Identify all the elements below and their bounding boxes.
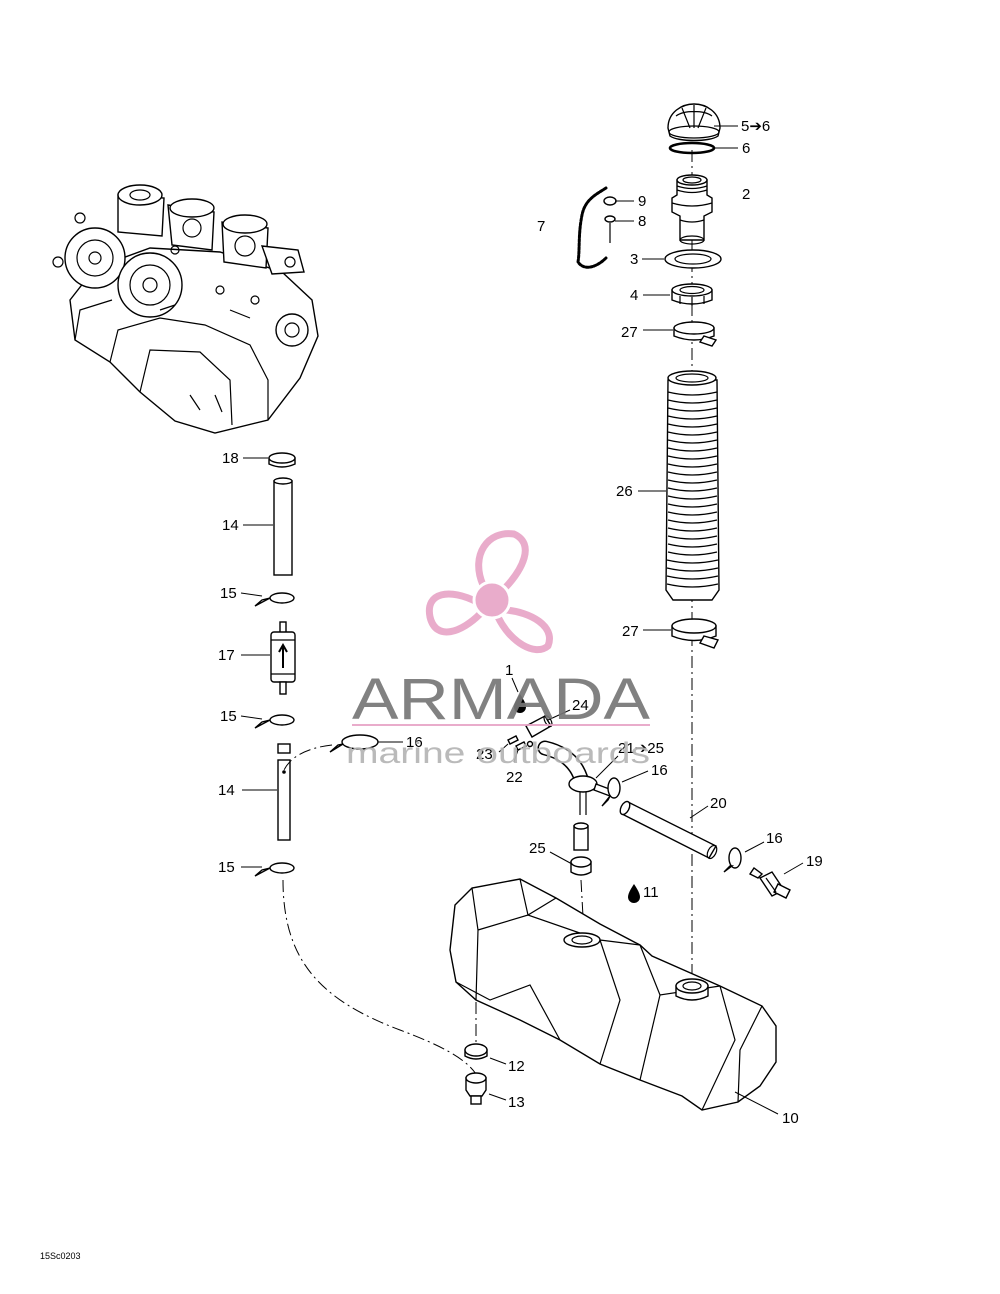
callout-12: 12 — [508, 1058, 525, 1075]
hose-clamp-upper — [673, 321, 718, 347]
pickup-tube — [573, 822, 589, 851]
leader-line — [489, 1057, 507, 1065]
leader-line — [511, 677, 519, 693]
leader-line — [240, 715, 263, 720]
spring-clamp-elbow — [601, 777, 621, 807]
callout-11: 11 — [643, 884, 659, 901]
callout-20: 20 — [710, 795, 727, 812]
callout-27-upper: 27 — [621, 324, 638, 341]
watermark: ARMADA marine outboards — [346, 530, 650, 770]
callout-26: 26 — [616, 483, 633, 500]
leader-line — [595, 755, 619, 779]
fuel-hose-upper — [273, 477, 293, 576]
neck-nut — [671, 283, 713, 306]
callout-14-upper: 14 — [222, 517, 239, 534]
callout-24: 24 — [572, 697, 589, 714]
sealant-drop-icon — [514, 694, 526, 713]
leader-line — [488, 1093, 507, 1101]
tank-grommet — [570, 856, 592, 876]
callout-5-to-6: 5➔6 — [741, 118, 770, 135]
spring-clamp-vent — [329, 734, 379, 753]
callout-23: 23 — [476, 746, 493, 763]
callout-17: 17 — [218, 647, 235, 664]
washer — [603, 196, 617, 206]
callout-14-lower: 14 — [218, 782, 235, 799]
callout-22: 22 — [506, 769, 523, 786]
leader-lines — [240, 125, 804, 1115]
leader-line — [547, 709, 571, 721]
spring-clamp-valve — [723, 847, 742, 873]
callout-6: 6 — [742, 140, 750, 157]
vent-route-line — [283, 744, 333, 771]
hose-route-line — [282, 879, 477, 1075]
washer-small — [604, 215, 616, 223]
hose-clamp-lower — [671, 618, 720, 649]
tether-chain — [576, 186, 608, 269]
spring-clamp-1 — [254, 592, 295, 607]
leader-line — [498, 743, 509, 753]
callout-3: 3 — [630, 251, 638, 268]
figure-code: 15Sc0203 — [40, 1251, 81, 1261]
leader-line — [734, 1091, 779, 1115]
spring-clamp-2 — [254, 714, 295, 729]
hose-clamp-top — [268, 452, 296, 468]
callout-16-valve: 16 — [766, 830, 783, 847]
leader-line — [783, 862, 804, 875]
fuel-cap — [667, 103, 721, 142]
callout-2: 2 — [742, 186, 750, 203]
vent-hose — [619, 800, 718, 860]
bellows-filler-hose — [665, 370, 720, 601]
callout-15-c: 15 — [218, 859, 235, 876]
callouts: 5➔6 6 2 9 8 7 3 4 27 26 27 18 14 15 17 1… — [218, 118, 823, 1127]
flat-ring — [664, 249, 722, 269]
engine-illustration — [52, 184, 319, 434]
callout-16-vent: 16 — [406, 734, 423, 751]
fuel-hose-lower — [277, 743, 291, 841]
callout-27-lower: 27 — [622, 623, 639, 640]
outlet-fitting — [465, 1072, 487, 1105]
watermark-tagline: marine outboards — [346, 737, 650, 770]
callout-15-b: 15 — [220, 708, 237, 725]
watermark-brand: ARMADA — [352, 667, 650, 732]
callout-18: 18 — [222, 450, 239, 467]
callout-15-a: 15 — [220, 585, 237, 602]
callout-16-elbow: 16 — [651, 762, 668, 779]
inline-fuel-filter — [270, 621, 296, 695]
callout-10: 10 — [782, 1110, 799, 1127]
callout-7: 7 — [537, 218, 545, 235]
fuel-tank — [449, 878, 777, 1111]
callout-19: 19 — [806, 853, 823, 870]
leader-line — [621, 770, 649, 783]
propeller-logo-icon — [425, 530, 553, 654]
callout-21-to-25: 21➔25 — [618, 740, 664, 757]
outlet-grommet — [464, 1043, 488, 1060]
leader-line — [689, 805, 709, 819]
screws — [507, 735, 534, 751]
elbow-fitting — [537, 740, 613, 815]
check-valve — [748, 866, 791, 899]
leader-line — [549, 851, 573, 865]
leader-line — [240, 592, 263, 597]
callout-13: 13 — [508, 1094, 525, 1111]
callout-1: 1 — [505, 662, 513, 679]
leader-line — [513, 749, 519, 763]
callout-4: 4 — [630, 287, 638, 304]
callout-25: 25 — [529, 840, 546, 857]
callout-8: 8 — [638, 213, 646, 230]
sealant-drop-icon — [628, 884, 640, 903]
filler-neck — [671, 174, 713, 245]
leader-line — [744, 841, 765, 853]
callout-9: 9 — [638, 193, 646, 210]
spring-clamp-3 — [254, 862, 295, 877]
